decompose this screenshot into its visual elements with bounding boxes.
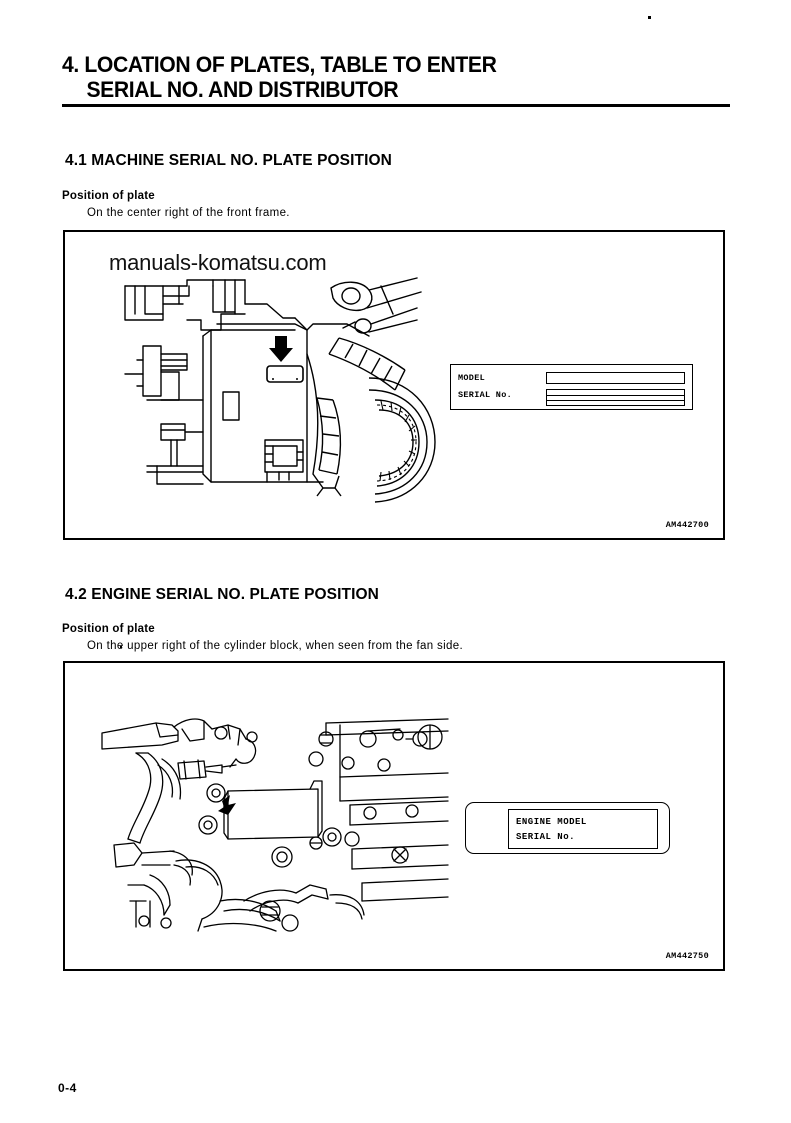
section-heading-4-2: 4.2 ENGINE SERIAL NO. PLATE POSITION: [65, 586, 379, 603]
page-title: 4. LOCATION OF PLATES, TABLE TO ENTER SE…: [62, 52, 752, 102]
engine-line-drawing: [101, 718, 449, 932]
figure-1-drawing-code: AM442700: [665, 520, 709, 530]
section-heading-4-1: 4.1 MACHINE SERIAL NO. PLATE POSITION: [65, 152, 392, 169]
section-4-2-position-text: On the upper right of the cylinder block…: [87, 640, 464, 652]
section-4-1-position-text: On the center right of the front frame.: [87, 207, 290, 219]
figure-machine-serial-plate: manuals-komatsu.com: [63, 230, 725, 540]
engine-plate-model-label: ENGINE MODEL: [516, 817, 587, 827]
machine-plate-model-field: [546, 372, 685, 384]
machine-line-drawing: [124, 277, 436, 503]
section-4-2-position-label: Position of plate: [62, 623, 155, 635]
machine-plate-extra-field: [546, 395, 685, 406]
figure-2-drawing-code: AM442750: [665, 951, 709, 961]
page-title-line-2: SERIAL NO. AND DISTRIBUTOR: [86, 77, 399, 102]
watermark-text: manuals-komatsu.com: [109, 250, 327, 275]
engine-plate-serial-label: SERIAL No.: [516, 832, 576, 842]
title-underline: [62, 104, 730, 107]
figure-engine-serial-plate: ENGINE MODEL SERIAL No. AM442750: [63, 661, 725, 971]
page-title-line-1: 4. LOCATION OF PLATES, TABLE TO ENTER: [62, 52, 497, 77]
machine-plate-model-label: MODEL: [458, 373, 486, 383]
scan-speck: [648, 16, 651, 19]
machine-serial-plate: MODEL SERIAL No.: [450, 364, 693, 410]
section-4-1-position-label: Position of plate: [62, 190, 155, 202]
page-number: 0-4: [58, 1081, 77, 1095]
machine-plate-row-model: MODEL: [458, 370, 685, 386]
engine-serial-plate: ENGINE MODEL SERIAL No.: [465, 802, 670, 854]
scan-speck: [120, 646, 122, 648]
machine-plate-serial-label: SERIAL No.: [458, 390, 513, 400]
